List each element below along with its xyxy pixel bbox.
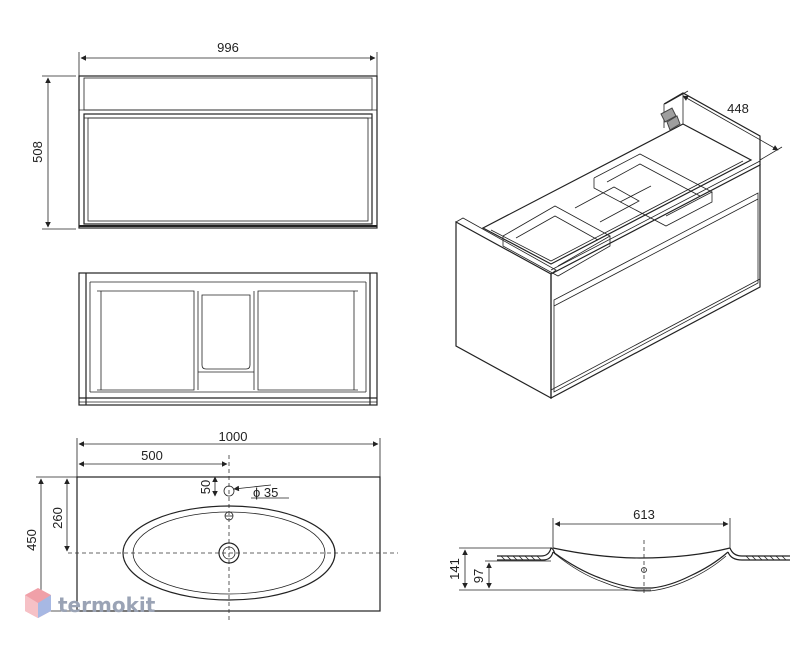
front-view: 996 508 [30, 40, 378, 230]
tap-hole-offset-label: 50 [198, 480, 213, 494]
basin-total-width-label: 1000 [219, 429, 248, 444]
watermark-text: termokit [58, 593, 156, 617]
basin-center-offset-label: 500 [141, 448, 163, 463]
top-view [78, 272, 378, 406]
front-height-label: 508 [30, 141, 45, 163]
termokit-logo: termokit [25, 588, 156, 618]
basin-section-view: 613 141 97 [447, 507, 790, 596]
front-width-label: 996 [217, 40, 239, 55]
basin-plan-view: 1000 500 450 260 50 ϕ 35 [24, 429, 398, 620]
tap-hole-diameter-label: ϕ 35 [253, 485, 278, 500]
iso-depth-label: 448 [727, 101, 749, 116]
section-inner-height-label: 97 [471, 569, 486, 583]
section-height-label: 141 [447, 558, 462, 580]
basin-drain-offset-label: 260 [50, 507, 65, 529]
bowl-width-label: 613 [633, 507, 655, 522]
isometric-view: 448 [455, 90, 783, 400]
basin-depth-label: 450 [24, 529, 39, 551]
